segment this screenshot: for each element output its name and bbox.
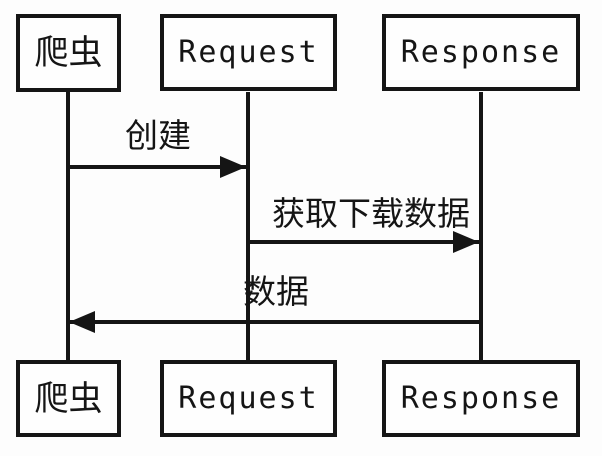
- message-label-create: 创建: [125, 117, 191, 154]
- actor-box-response-bottom: Response: [382, 360, 580, 437]
- lifeline-response: [479, 92, 483, 360]
- actor-box-crawler-top: 爬虫: [16, 14, 121, 92]
- actor-label-crawler: 爬虫: [34, 34, 103, 72]
- actor-label-request: Request: [178, 380, 319, 416]
- message-label-data: 数据: [243, 273, 309, 310]
- lifeline-request: [246, 92, 250, 360]
- actor-box-response-top: Response: [382, 14, 580, 91]
- arrowhead-right-icon: [453, 231, 479, 253]
- message-label-get-download-data: 获取下载数据: [272, 195, 470, 232]
- actor-box-request-bottom: Request: [160, 360, 337, 437]
- message-line-data: [68, 320, 481, 324]
- actor-label-request: Request: [178, 34, 319, 70]
- actor-box-request-top: Request: [160, 14, 337, 91]
- actor-label-crawler: 爬虫: [34, 379, 103, 418]
- arrowhead-right-icon: [220, 156, 246, 178]
- actor-label-response: Response: [400, 34, 562, 70]
- actor-box-crawler-bottom: 爬虫: [16, 360, 121, 437]
- arrowhead-left-icon: [69, 311, 95, 333]
- actor-label-response: Response: [400, 380, 562, 416]
- message-line-get-download-data: [248, 240, 481, 244]
- lifeline-crawler: [66, 92, 70, 360]
- message-line-create: [68, 165, 248, 169]
